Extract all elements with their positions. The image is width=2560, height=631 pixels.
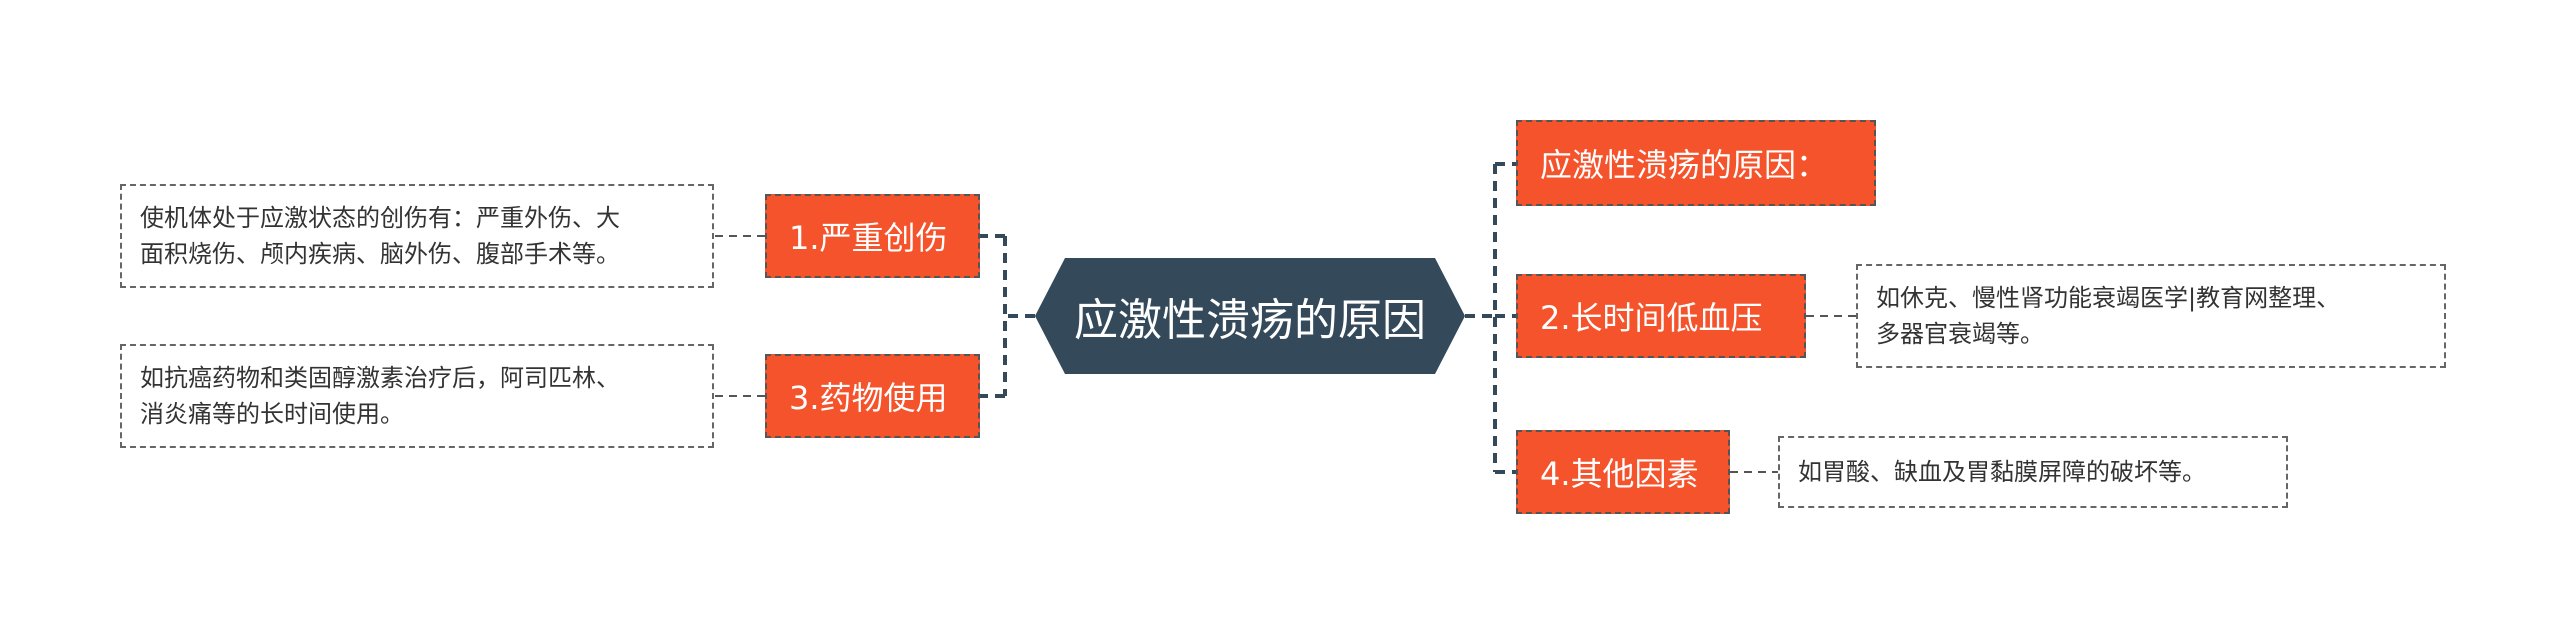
leaf-line: 如抗癌药物和类固醇激素治疗后，阿司匹林、 [140,364,620,392]
leaf-drug-use[interactable]: 如抗癌药物和类固醇激素治疗后，阿司匹林、 消炎痛等的长时间使用。 [120,344,714,448]
leaf-other-factors[interactable]: 如胃酸、缺血及胃黏膜屏障的破坏等。 [1778,436,2288,508]
leaf-line: 消炎痛等的长时间使用。 [140,400,404,428]
leaf-severe-trauma[interactable]: 使机体处于应激状态的创伤有：严重外伤、大 面积烧伤、颅内疾病、脑外伤、腹部手术等… [120,184,714,288]
leaf-line: 使机体处于应激状态的创伤有：严重外伤、大 [140,204,620,232]
leaf-line: 如休克、慢性肾功能衰竭医学|教育网整理、 [1876,284,2341,312]
leaf-line: 多器官衰竭等。 [1876,320,2044,348]
leaf-line: 面积烧伤、颅内疾病、脑外伤、腹部手术等。 [140,240,620,268]
branch-severe-trauma[interactable]: 1.严重创伤 [765,194,980,278]
branch-prolonged-hypotension[interactable]: 2.长时间低血压 [1516,274,1806,358]
leaf-line: 如胃酸、缺血及胃黏膜屏障的破坏等。 [1798,458,2206,486]
branch-drug-use[interactable]: 3.药物使用 [765,354,980,438]
branch-causes-heading[interactable]: 应激性溃疡的原因： [1516,120,1876,206]
branch-other-factors[interactable]: 4.其他因素 [1516,430,1730,514]
center-topic[interactable]: 应激性溃疡的原因 [1035,258,1465,374]
leaf-prolonged-hypotension[interactable]: 如休克、慢性肾功能衰竭医学|教育网整理、 多器官衰竭等。 [1856,264,2446,368]
